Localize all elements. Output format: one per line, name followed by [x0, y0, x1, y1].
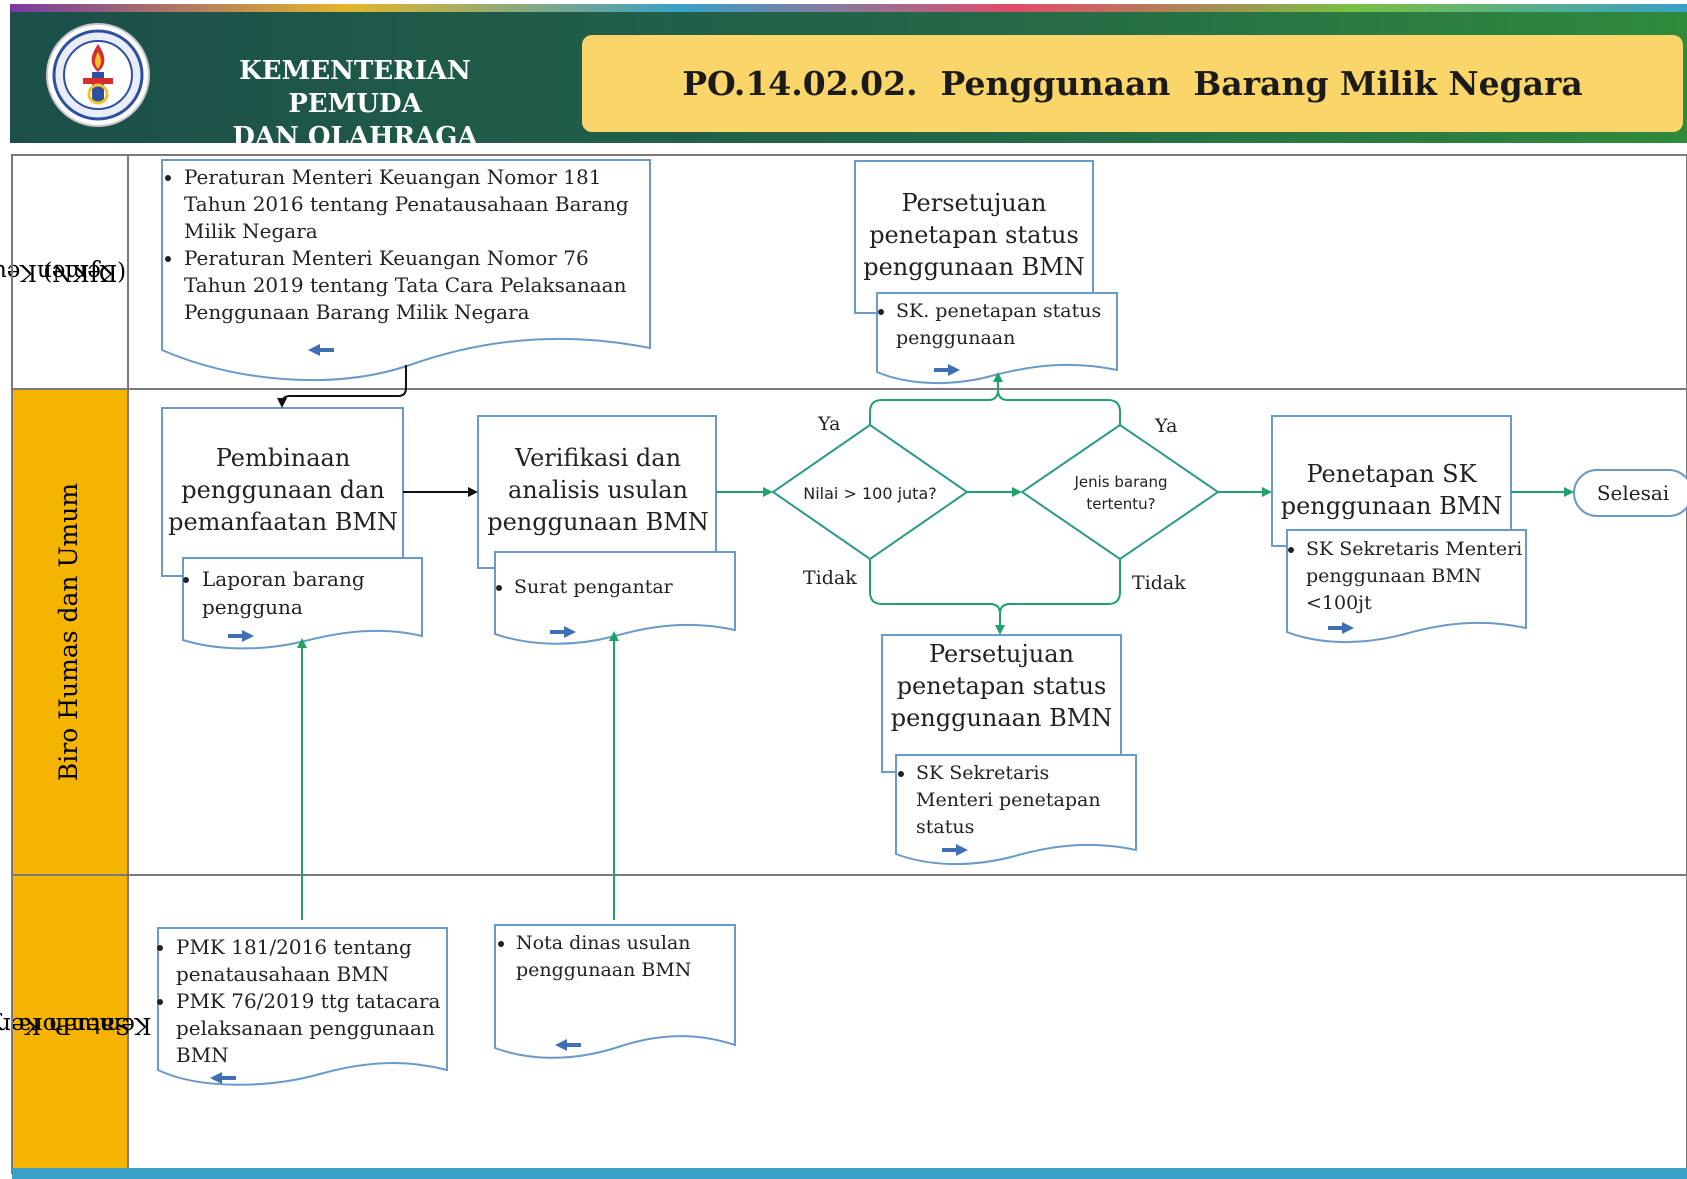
- doc-pmk-regulations: [161, 159, 651, 381]
- process-persetujuan-kemenkeu-label: Persetujuan penetapan status penggunaan …: [863, 189, 1085, 281]
- lane-header-kemenkeu: [12, 155, 129, 388]
- left-arrow-icon: [308, 344, 334, 356]
- connector-nilai-ya: [869, 372, 1003, 425]
- doc-pmk-satker: [157, 927, 448, 1086]
- doc-surat-pengantar-item: Surat pengantar: [514, 574, 733, 601]
- doc-pmk-satker-item: PMK 76/2019 ttg tatacara pelaksanaan pen…: [176, 988, 448, 1069]
- doc-pmk-regulations-text: Peraturan Menteri Keuangan Nomor 181 Tah…: [168, 164, 648, 326]
- doc-nota-dinas: [494, 924, 736, 1059]
- doc-sk-sekretaris-100jt-item: SK Sekretaris Menteri penggunaan BMN <10…: [1306, 536, 1526, 617]
- org-name-line1: KEMENTERIAN PEMUDA: [239, 56, 471, 119]
- title-bar: PO.14.02.02. Penggunaan Barang Milik Neg…: [582, 35, 1683, 132]
- process-pembinaan-label: Pembinaan penggunaan dan pemanfaatan BMN: [168, 444, 398, 536]
- decision-nilai-label: Nilai > 100 juta?: [803, 483, 937, 503]
- doc-sk-sekretaris-status: [895, 754, 1137, 865]
- right-arrow-icon: [228, 630, 254, 642]
- footer-stripe: [12, 1168, 1687, 1179]
- ministry-logo: [45, 22, 151, 128]
- connector-nilai-tidak: [869, 559, 1005, 635]
- page-title: PO.14.02.02. Penggunaan Barang Milik Neg…: [682, 64, 1583, 103]
- right-arrow-icon: [934, 364, 960, 376]
- process-persetujuan-kemenkeu: [854, 160, 1094, 314]
- process-verifikasi: [477, 415, 717, 569]
- header-top-stripe: [10, 4, 1687, 12]
- process-verifikasi-label: Verifikasi dan analisis usulan penggunaa…: [487, 444, 709, 536]
- left-arrow-icon: [555, 1039, 581, 1051]
- process-persetujuan-biro: [881, 634, 1122, 773]
- process-persetujuan-biro-label: Persetujuan penetapan status penggunaan …: [890, 640, 1113, 732]
- connector-regulations-to-pembinaan: [277, 365, 407, 408]
- doc-pmk-regulations-item: Peraturan Menteri Keuangan Nomor 76 Tahu…: [184, 245, 648, 326]
- doc-pmk-regulations-item: Peraturan Menteri Keuangan Nomor 181 Tah…: [184, 164, 648, 245]
- connector-jenis-tidak: [999, 559, 1121, 615]
- right-arrow-icon: [1328, 622, 1354, 634]
- process-penetapan-sk-label: Penetapan SK penggunaan BMN: [1280, 460, 1503, 520]
- doc-sk-penetapan-kemenkeu-item: SK. penetapan status penggunaan: [896, 298, 1115, 352]
- doc-sk-penetapan-kemenkeu-text: SK. penetapan status penggunaan: [880, 298, 1115, 352]
- left-arrow-icon: [210, 1072, 236, 1084]
- doc-pmk-satker-item: PMK 181/2016 tentang penatausahaan BMN: [176, 934, 448, 988]
- doc-laporan-barang-text: Laporan barang pengguna: [186, 565, 416, 621]
- doc-nota-dinas-text: Nota dinas usulan penggunaan BMN: [500, 930, 730, 984]
- terminal-selesai: [1573, 469, 1687, 517]
- process-penetapan-sk: [1271, 415, 1512, 547]
- doc-pmk-satker-text: PMK 181/2016 tentang penatausahaan BMN P…: [160, 934, 448, 1069]
- edge-label-ya-1: Ya: [818, 413, 841, 435]
- doc-sk-sekretaris-status-text: SK Sekretaris Menteri penetapan status: [900, 760, 1115, 841]
- decision-jenis-label: Jenis barang tertentu?: [1074, 473, 1168, 513]
- right-arrow-icon: [550, 626, 576, 638]
- doc-laporan-barang-item: Laporan barang pengguna: [202, 565, 416, 621]
- doc-sk-sekretaris-status-item: SK Sekretaris Menteri penetapan status: [916, 760, 1115, 841]
- edge-label-tidak-2: Tidak: [1132, 572, 1186, 594]
- doc-surat-pengantar-text: Surat pengantar: [498, 574, 733, 601]
- right-arrow-icon: [942, 844, 968, 856]
- doc-nota-dinas-item: Nota dinas usulan penggunaan BMN: [516, 930, 730, 984]
- lane-header-biro: [12, 390, 129, 874]
- org-name-line2: DAN OLAHRAGA: [232, 122, 478, 152]
- terminal-selesai-label: Selesai: [1596, 481, 1670, 505]
- org-name: KEMENTERIAN PEMUDA DAN OLAHRAGA: [170, 55, 540, 154]
- edge-label-ya-2: Ya: [1155, 415, 1178, 437]
- doc-sk-sekretaris-100jt: [1286, 529, 1527, 643]
- connector-jenis-ya: [997, 389, 1121, 425]
- edge-label-tidak-1: Tidak: [803, 567, 857, 589]
- lane-header-satker: [12, 876, 129, 1173]
- doc-sk-sekretaris-100jt-text: SK Sekretaris Menteri penggunaan BMN <10…: [1290, 536, 1526, 617]
